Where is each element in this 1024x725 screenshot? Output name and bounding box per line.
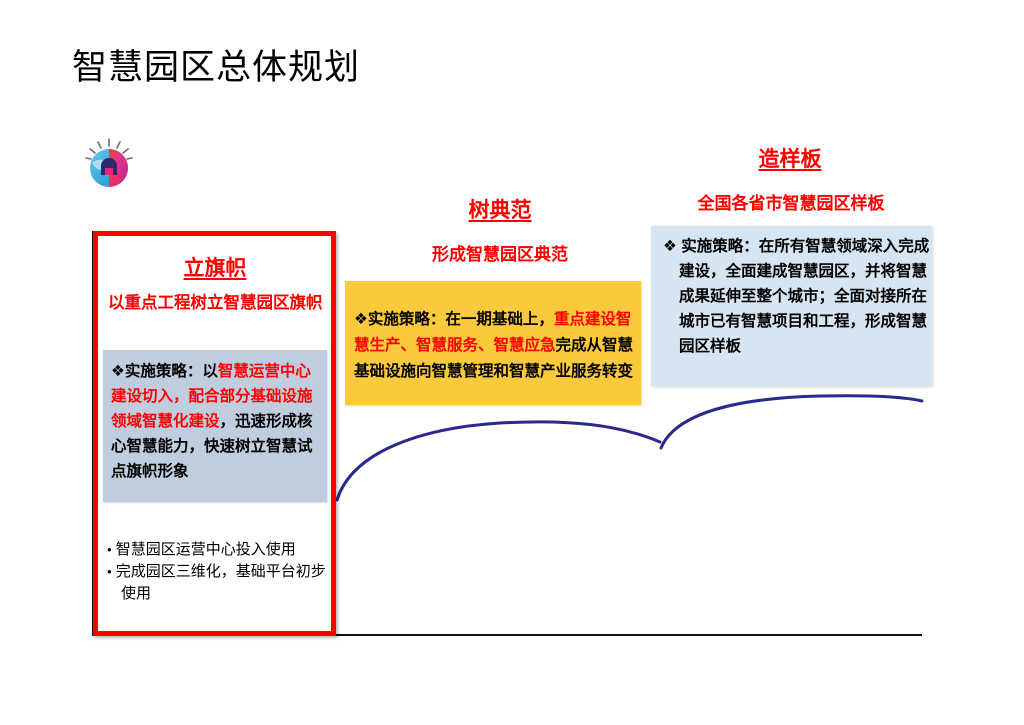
- stage-1-title: 立旗帜: [183, 257, 247, 280]
- list-item: • 完成园区三维化，基础平台初步使用: [107, 561, 333, 605]
- stage-1-bullet-list: • 智慧园区运营中心投入使用 • 完成园区三维化，基础平台初步使用: [107, 539, 333, 605]
- list-item: • 智慧园区运营中心投入使用: [107, 539, 333, 561]
- bullet-dot: •: [107, 542, 112, 557]
- stage-2-strategy-text: ❖实施策略：在一期基础上，重点建设智慧生产、智慧服务、智慧应急完成从智慧基础设施…: [354, 311, 634, 380]
- stage-2-subtitle: 形成智慧园区典范: [432, 245, 568, 264]
- list-item-label: 完成园区三维化，基础平台初步使用: [115, 563, 326, 602]
- stage-3-title: 造样板: [758, 148, 822, 171]
- stage-1-subtitle: 以重点工程树立智慧园区旗帜: [108, 294, 323, 312]
- list-item-label: 智慧园区运营中心投入使用: [115, 541, 296, 558]
- curve-stage-2: [335, 420, 662, 502]
- stage-3-subtitle: 全国各省市智慧园区样板: [697, 194, 885, 213]
- stage-3-strategy-text: ❖ 实施策略：在所有智慧领域深入完成建设，全面建成智慧园区，并将智慧成果延伸至整…: [663, 238, 930, 355]
- stage-2-strategy-box: ❖实施策略：在一期基础上，重点建设智慧生产、智慧服务、智慧应急完成从智慧基础设施…: [345, 281, 641, 405]
- stage-1-strategy-text: ❖实施策略：以智慧运营中心建设切入，配合部分基础设施领域智慧化建设，迅速形成核心…: [111, 363, 313, 480]
- curve-stage-3: [659, 394, 924, 450]
- page-title: 智慧园区总体规划: [72, 48, 361, 87]
- smart-park-globe-icon: [78, 133, 140, 191]
- stage-3-strategy-box: ❖ 实施策略：在所有智慧领域深入完成建设，全面建成智慧园区，并将智慧成果延伸至整…: [651, 226, 932, 386]
- bullet-dot: •: [107, 564, 112, 579]
- stage-2-title: 树典范: [468, 199, 532, 222]
- chart-x-axis: [92, 634, 922, 636]
- stage-1-strategy-box: ❖实施策略：以智慧运营中心建设切入，配合部分基础设施领域智慧化建设，迅速形成核心…: [103, 350, 327, 502]
